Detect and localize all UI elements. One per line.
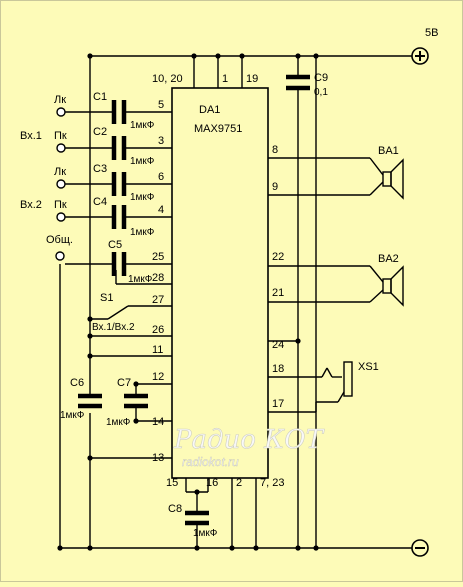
svg-text:BA2: BA2 xyxy=(378,253,399,265)
svg-text:22: 22 xyxy=(272,251,284,263)
svg-text:1мкФ: 1мкФ xyxy=(106,417,131,428)
input-terminal-2 xyxy=(56,143,66,153)
svg-text:9: 9 xyxy=(272,181,278,193)
chip-name: DA1 xyxy=(199,104,220,116)
svg-text:Общ.: Общ. xyxy=(46,234,73,246)
svg-text:3: 3 xyxy=(158,135,164,147)
svg-text:C6: C6 xyxy=(70,377,84,389)
svg-text:Пк: Пк xyxy=(54,199,67,211)
svg-text:C3: C3 xyxy=(93,163,107,175)
svg-text:XS1: XS1 xyxy=(358,361,379,373)
speaker-ba2: BA2 xyxy=(378,253,404,307)
svg-text:27: 27 xyxy=(152,294,164,306)
svg-text:18: 18 xyxy=(272,363,284,375)
svg-text:radiokot.ru: radiokot.ru xyxy=(182,455,239,469)
svg-text:BA1: BA1 xyxy=(378,145,399,157)
svg-text:8: 8 xyxy=(272,144,278,156)
svg-text:14: 14 xyxy=(152,416,164,428)
svg-text:17: 17 xyxy=(272,398,284,410)
svg-text:2: 2 xyxy=(236,477,242,489)
svg-text:C7: C7 xyxy=(117,377,131,389)
svg-text:10, 20: 10, 20 xyxy=(152,73,183,85)
chip-part: MAX9751 xyxy=(194,123,242,135)
power-positive: 5В xyxy=(411,27,438,65)
input-capacitors: C1 1мкФ C2 1мкФ C3 1мкФ C4 1мкФ C5 1мкФ xyxy=(93,91,155,285)
svg-text:1мкФ: 1мкФ xyxy=(130,192,155,203)
svg-text:1мкФ: 1мкФ xyxy=(193,528,218,539)
svg-text:Лк: Лк xyxy=(54,94,66,106)
svg-text:24: 24 xyxy=(272,339,284,351)
svg-text:Вх.1: Вх.1 xyxy=(20,130,42,142)
svg-text:1мкФ: 1мкФ xyxy=(60,410,85,421)
svg-text:C9: C9 xyxy=(314,72,328,84)
input-terminal-3 xyxy=(56,179,66,189)
svg-text:11: 11 xyxy=(152,344,163,356)
svg-text:6: 6 xyxy=(158,171,164,183)
input-terminal-1 xyxy=(56,107,66,117)
speaker-ba1: BA1 xyxy=(378,145,404,200)
svg-text:25: 25 xyxy=(152,251,164,263)
svg-text:1: 1 xyxy=(222,73,228,85)
svg-text:16: 16 xyxy=(206,477,218,489)
svg-text:7, 23: 7, 23 xyxy=(260,477,284,489)
watermark: Радио КОТ radiokot.ru xyxy=(173,425,325,470)
svg-text:C4: C4 xyxy=(93,196,107,208)
svg-text:C1: C1 xyxy=(93,91,107,103)
svg-text:5В: 5В xyxy=(425,27,438,39)
svg-text:13: 13 xyxy=(152,452,164,464)
svg-text:Радио КОТ: Радио КОТ xyxy=(173,425,325,455)
svg-text:1мкФ: 1мкФ xyxy=(130,120,155,131)
input-terminal-4 xyxy=(56,212,66,222)
svg-text:1мкФ: 1мкФ xyxy=(130,227,155,238)
svg-text:S1: S1 xyxy=(100,292,113,304)
chip-body xyxy=(171,87,269,479)
svg-text:5: 5 xyxy=(158,99,164,111)
input-terminal-common xyxy=(55,251,65,261)
switch-s1: S1 Вх.1/Вх.2 xyxy=(92,292,135,333)
svg-text:Вх.2: Вх.2 xyxy=(20,199,42,211)
svg-text:Пк: Пк xyxy=(54,130,67,142)
power-negative xyxy=(411,539,429,557)
svg-text:C2: C2 xyxy=(93,126,107,138)
svg-text:12: 12 xyxy=(152,371,164,383)
svg-text:21: 21 xyxy=(272,287,284,299)
input-terminals: Лк Пк Вх.1 Лк Пк Вх.2 Общ. xyxy=(20,94,73,261)
bypass-capacitors: C6 1мкФ C7 1мкФ C8 1мкФ C9 0,1 xyxy=(60,72,328,539)
svg-text:4: 4 xyxy=(158,204,164,216)
svg-text:Лк: Лк xyxy=(54,166,66,178)
svg-text:C8: C8 xyxy=(168,503,182,515)
svg-text:C5: C5 xyxy=(108,239,122,251)
svg-text:28: 28 xyxy=(152,272,164,284)
svg-text:0,1: 0,1 xyxy=(314,87,328,98)
svg-text:Вх.1/Вх.2: Вх.1/Вх.2 xyxy=(92,322,135,333)
svg-text:26: 26 xyxy=(152,324,164,336)
svg-text:15: 15 xyxy=(166,477,178,489)
junctions xyxy=(57,53,319,551)
pin-numbers: 10, 20 1 19 5 3 6 4 25 28 27 26 11 12 14… xyxy=(152,73,284,489)
svg-text:19: 19 xyxy=(246,73,258,85)
wires xyxy=(59,55,413,549)
svg-text:1мкФ: 1мкФ xyxy=(130,156,155,167)
svg-text:1мкФ: 1мкФ xyxy=(128,274,153,285)
jack-xs1: XS1 xyxy=(343,361,379,397)
